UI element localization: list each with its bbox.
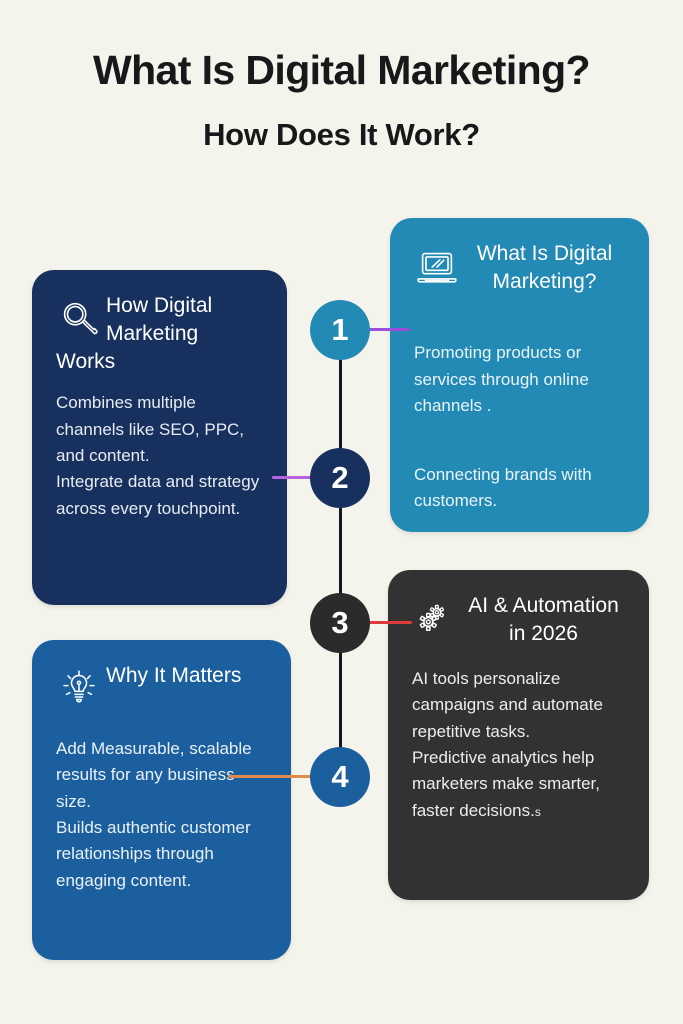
step-number-4[interactable]: 4 xyxy=(310,747,370,807)
card-how-digital-marketing-works[interactable]: How Digital Marketing Works Combines mul… xyxy=(32,270,287,605)
card-why-it-matters[interactable]: Why It Matters Add Measurable, scalable … xyxy=(32,640,291,960)
card-1-body-line-1: Promoting products or services through o… xyxy=(414,343,589,416)
card-4-title: Why It Matters xyxy=(106,664,242,687)
step-number-3[interactable]: 3 xyxy=(310,593,370,653)
card-ai-automation[interactable]: AI & Automation in 2026 AI tools persona… xyxy=(388,570,649,900)
step-number-2[interactable]: 2 xyxy=(310,448,370,508)
card-1-title: What Is Digital Marketing? xyxy=(476,242,613,294)
magnifier-icon xyxy=(56,296,102,342)
lightbulb-icon xyxy=(56,666,102,712)
card-4-body: Add Measurable, scalable results for any… xyxy=(56,739,252,890)
card-1-body-spacer xyxy=(414,419,625,435)
card-4-heading-row: Why It Matters xyxy=(56,662,267,722)
card-1-heading-row: What Is Digital Marketing? xyxy=(414,240,625,300)
card-3-body: AI tools personalize campaigns and autom… xyxy=(412,666,625,824)
card-3-heading-row: AI & Automation in 2026 xyxy=(412,592,625,652)
card-1-body-line-2: Connecting brands with customers. xyxy=(414,464,592,511)
card-3-body-text: AI tools personalize campaigns and autom… xyxy=(412,669,603,820)
page-subtitle: How Does It Work? xyxy=(203,117,480,153)
connector-line-1 xyxy=(364,328,410,331)
connector-line-4 xyxy=(228,775,322,778)
card-2-title: How Digital Marketing Works xyxy=(56,294,213,374)
card-what-is-digital-marketing[interactable]: What Is Digital Marketing? Promoting pro… xyxy=(390,218,649,532)
laptop-icon xyxy=(414,244,460,290)
card-2-heading-row: How Digital Marketing Works xyxy=(56,292,263,376)
gears-icon xyxy=(412,596,458,642)
card-3-title: AI & Automation in 2026 xyxy=(468,594,619,646)
step-number-1[interactable]: 1 xyxy=(310,300,370,360)
card-2-body: Combines multiple channels like SEO, PPC… xyxy=(56,393,260,518)
card-3-body-tail: s xyxy=(534,804,541,819)
title-block: What Is Digital Marketing? How Does It W… xyxy=(0,46,683,153)
connector-line-2 xyxy=(272,476,320,479)
timeline-spine xyxy=(339,330,342,780)
card-1-body: Promoting products or services through o… xyxy=(414,314,625,514)
connector-line-3 xyxy=(364,621,412,624)
page-title: What Is Digital Marketing? xyxy=(93,47,591,93)
